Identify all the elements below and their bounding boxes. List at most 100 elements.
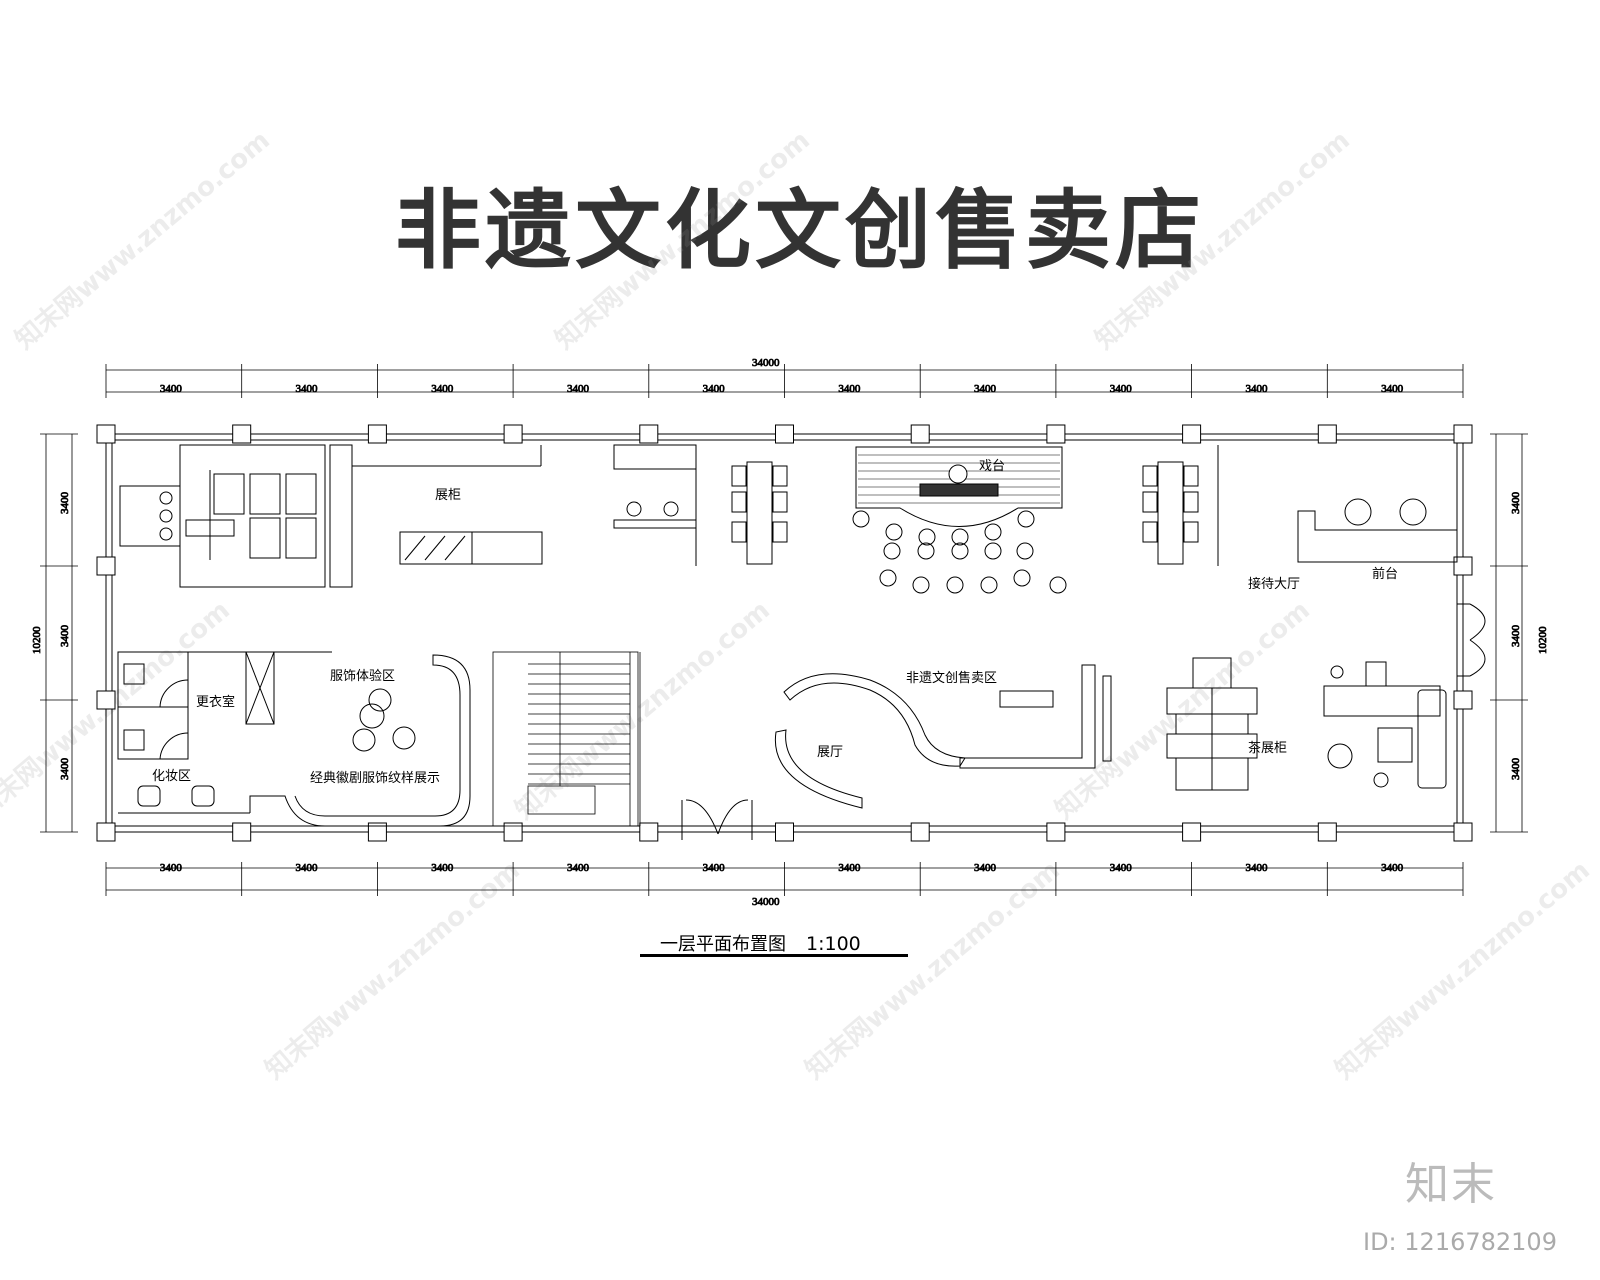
dim-label-bay: 3400 [1110, 862, 1133, 874]
tea-lounge [1323, 661, 1447, 789]
structural-column [96, 424, 116, 444]
label-reception-hall: 接待大厅 [1248, 576, 1300, 592]
label-stage: 戏台 [979, 459, 1005, 474]
structural-column [1453, 822, 1473, 842]
table-group-right [1142, 445, 1219, 566]
dim-label-bay: 3400 [1245, 383, 1268, 395]
dim-label-total: 34000 [752, 896, 780, 908]
audience-seat [1016, 542, 1034, 560]
label-exhibition-hall: 展厅 [817, 745, 843, 760]
dim-label-bay: 3400 [567, 862, 590, 874]
structural-column [96, 822, 116, 842]
structural-column [503, 424, 523, 444]
structural-column [775, 424, 794, 444]
structural-column [232, 424, 252, 444]
dim-label-depth: 3400 [59, 625, 71, 648]
structural-column [910, 822, 930, 842]
audience-seat [984, 523, 1002, 541]
dim-label-bay: 3400 [974, 383, 997, 395]
structural-column [639, 424, 659, 444]
label-costume-experience: 服饰体验区 [330, 668, 395, 684]
dim-label-bay: 3400 [160, 862, 183, 874]
label-fitting-room: 更衣室 [196, 694, 235, 710]
label-tea-cabinet: 茶展柜 [1248, 740, 1287, 756]
audience-seat [883, 542, 901, 560]
structural-column [1046, 822, 1066, 842]
structural-column [367, 424, 387, 444]
dim-label-bay: 3400 [431, 383, 454, 395]
structural-column [775, 822, 794, 842]
audience-seats [852, 510, 1067, 594]
dim-label-bay: 3400 [567, 383, 590, 395]
plan-title: 一层平面布置图 [660, 934, 786, 955]
dim-label-bay: 3400 [1110, 383, 1133, 395]
costume-display-counter [249, 654, 471, 827]
audience-seat [984, 542, 1002, 560]
label-costume-display: 经典徽剧服饰纹样展示 [310, 771, 440, 786]
dim-label-bay: 3400 [838, 383, 861, 395]
plan-caption: 一层平面布置图 1:100 [660, 930, 861, 956]
tea-display-cabinets [1166, 657, 1258, 791]
structural-column [910, 424, 930, 444]
structural-column [232, 822, 252, 842]
dim-label-bay: 3400 [1245, 862, 1268, 874]
structural-column [367, 822, 387, 842]
structural-column [1317, 424, 1337, 444]
stage [855, 446, 1063, 527]
main-title: 非遗文化文创售卖店 [395, 180, 1205, 281]
audience-seat [946, 576, 964, 594]
dim-label-bay: 3400 [703, 862, 726, 874]
dim-label-depth: 3400 [1510, 625, 1522, 648]
structural-column [1453, 556, 1473, 576]
structural-column [1453, 424, 1473, 444]
dim-label-total: 34000 [752, 357, 780, 369]
dim-label-bay: 3400 [431, 862, 454, 874]
structural-columns [96, 424, 1473, 842]
audience-seat [980, 576, 998, 594]
structural-column [1182, 424, 1202, 444]
structural-column [639, 822, 659, 842]
caption-underline [640, 954, 908, 957]
dim-label-bay: 3400 [160, 383, 183, 395]
staircase [492, 651, 641, 827]
label-front-desk: 前台 [1372, 566, 1398, 582]
plan-scale: 1:100 [806, 933, 861, 955]
dim-label-bay: 3400 [296, 862, 319, 874]
structural-column [96, 690, 116, 710]
structural-column [1453, 690, 1473, 710]
audience-seat [918, 528, 936, 546]
structural-column [1046, 424, 1066, 444]
structural-column [503, 822, 523, 842]
dimension-lines: 3400 3400 3400 3400 3400 3400 3400 3400 3400 3400… [31, 357, 1550, 909]
label-makeup-area: 化妆区 [152, 769, 191, 784]
audience-seat [885, 523, 903, 541]
dim-label-bay: 3400 [1381, 383, 1404, 395]
dim-label-depth: 3400 [59, 758, 71, 781]
office-partition [613, 444, 697, 566]
display-cabinet [352, 445, 543, 565]
dim-label-bay: 3400 [296, 383, 319, 395]
dim-label-depth-total: 10200 [31, 626, 43, 654]
audience-seat [912, 576, 930, 594]
label-heritage-sales: 非遗文创售卖区 [906, 670, 997, 686]
side-entrance [1457, 603, 1486, 677]
audience-seat [951, 542, 969, 560]
dim-label-bay: 3400 [838, 862, 861, 874]
audience-seat [1013, 569, 1031, 587]
structural-column [96, 556, 116, 576]
dim-label-depth: 3400 [1510, 492, 1522, 515]
audience-seat [951, 528, 969, 546]
restroom-block [119, 444, 353, 588]
brand-logo: 知末 [1405, 1159, 1497, 1210]
dim-label-bay: 3400 [703, 383, 726, 395]
dim-label-depth-total: 10200 [1537, 626, 1549, 654]
audience-seat [852, 510, 870, 528]
structural-column [1182, 822, 1202, 842]
audience-seat [1017, 510, 1035, 528]
dim-label-depth: 3400 [1510, 758, 1522, 781]
table-group-left [731, 461, 788, 565]
dim-label-bay: 3400 [974, 862, 997, 874]
front-desk [1297, 498, 1458, 563]
exhibition-curved-counter [774, 673, 966, 809]
